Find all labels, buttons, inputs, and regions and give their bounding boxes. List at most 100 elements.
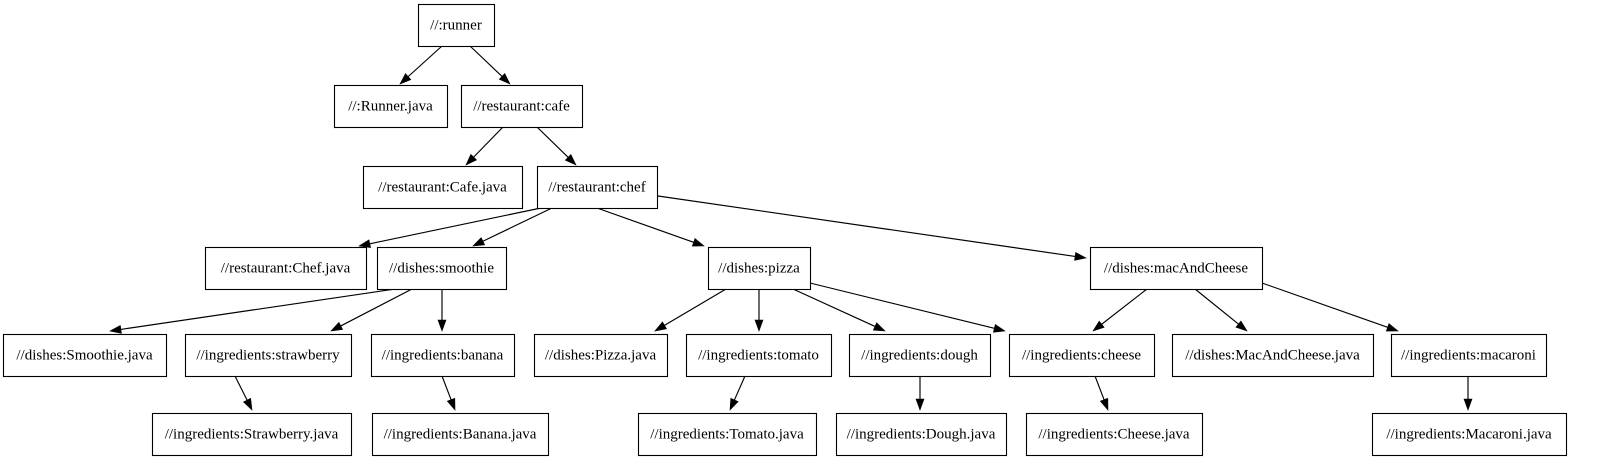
node-label: //restaurant:Cafe.java [378, 179, 507, 195]
node-box[interactable] [1390, 333, 1548, 378]
graph-node[interactable]: //dishes:Pizza.java [533, 333, 669, 378]
node-box[interactable] [835, 412, 1008, 457]
node-box[interactable] [370, 333, 516, 378]
edge-line [809, 282, 995, 329]
edge-line [657, 195, 1076, 257]
graph-node[interactable]: //ingredients:cheese [1008, 333, 1156, 378]
edge-arrowhead [358, 239, 371, 249]
node-box[interactable] [460, 84, 584, 129]
graph-node[interactable]: //ingredients:banana [370, 333, 516, 378]
edge-line [482, 207, 553, 242]
graph-edge [792, 288, 886, 332]
graph-edge [472, 207, 553, 247]
node-box[interactable] [151, 412, 353, 457]
edge-line [340, 288, 413, 327]
node-label: //ingredients:Dough.java [847, 426, 996, 442]
edge-arrowhead [872, 322, 886, 332]
graph-edge [330, 288, 413, 332]
node-box[interactable] [333, 84, 449, 129]
edge-arrowhead [729, 397, 739, 411]
graph-node[interactable]: //restaurant:Chef.java [204, 246, 368, 291]
edge-line [1094, 375, 1105, 400]
edge-line [664, 288, 727, 326]
node-label: //dishes:MacAndCheese.java [1185, 347, 1360, 363]
node-box[interactable] [707, 246, 812, 291]
graph-node[interactable]: //ingredients:tomato [685, 333, 833, 378]
graph-node[interactable]: //ingredients:macaroni [1390, 333, 1548, 378]
node-label: //restaurant:Chef.java [221, 260, 351, 276]
graph-edge [1092, 288, 1148, 332]
node-label: //ingredients:strawberry [196, 347, 340, 363]
graph-node[interactable]: //ingredients:Strawberry.java [151, 412, 353, 457]
edge-line [120, 288, 396, 330]
graph-edge [109, 288, 396, 334]
node-label: //dishes:macAndCheese [1104, 260, 1248, 276]
graph-node[interactable]: //ingredients:Macaroni.java [1371, 412, 1568, 457]
node-box[interactable] [1089, 246, 1264, 291]
edge-arrowhead [472, 237, 486, 247]
graph-node[interactable]: //ingredients:Banana.java [371, 412, 550, 457]
edge-line [536, 126, 569, 158]
node-label: //dishes:smoothie [389, 260, 494, 276]
graph-node[interactable]: //dishes:Smoothie.java [2, 333, 168, 378]
edges-layer [109, 45, 1473, 411]
node-label: //dishes:Pizza.java [545, 347, 657, 363]
graph-node[interactable]: //restaurant:chef [536, 165, 659, 210]
graph-edge [469, 45, 511, 85]
node-box[interactable] [848, 333, 992, 378]
graph-node[interactable]: //dishes:smoothie [376, 246, 508, 291]
graph-node[interactable]: //:runner [417, 3, 496, 48]
node-box[interactable] [417, 3, 496, 48]
edge-arrowhead [1463, 398, 1473, 411]
node-box[interactable] [184, 333, 353, 378]
node-box[interactable] [1171, 333, 1375, 378]
node-box[interactable] [204, 246, 368, 291]
edge-line [441, 375, 452, 400]
graph-edge [1194, 288, 1248, 332]
graph-node[interactable]: //ingredients:Cheese.java [1025, 412, 1204, 457]
graph-node[interactable]: //:Runner.java [333, 84, 449, 129]
graph-node[interactable]: //ingredients:dough [848, 333, 992, 378]
node-box[interactable] [1371, 412, 1568, 457]
graph-node[interactable]: //dishes:macAndCheese [1089, 246, 1264, 291]
edge-line [407, 45, 443, 78]
graph-node[interactable]: //dishes:pizza [707, 246, 812, 291]
node-box[interactable] [1025, 412, 1204, 457]
edge-arrowhead [109, 324, 122, 334]
edge-line [1261, 282, 1388, 328]
node-box[interactable] [362, 165, 524, 210]
edge-line [733, 375, 746, 401]
graph-node[interactable]: //dishes:MacAndCheese.java [1171, 333, 1375, 378]
node-label: //dishes:Smoothie.java [16, 347, 153, 363]
edge-arrowhead [1235, 320, 1248, 332]
graph-edge [1463, 376, 1473, 411]
node-box[interactable] [533, 333, 669, 378]
node-label: //restaurant:chef [548, 179, 645, 195]
graph-edge [358, 207, 542, 249]
graph-node[interactable]: //restaurant:Cafe.java [362, 165, 524, 210]
graph-node[interactable]: //ingredients:Dough.java [835, 412, 1008, 457]
graph-edge [596, 207, 705, 247]
graph-node[interactable]: //restaurant:cafe [460, 84, 584, 129]
node-box[interactable] [685, 333, 833, 378]
graph-edge [399, 45, 443, 85]
edge-line [792, 288, 876, 327]
graph-edge [809, 282, 1006, 333]
node-box[interactable] [376, 246, 508, 291]
node-box[interactable] [536, 165, 659, 210]
graph-node[interactable]: //ingredients:Tomato.java [637, 412, 818, 457]
node-box[interactable] [371, 412, 550, 457]
node-label: //ingredients:tomato [698, 347, 819, 363]
graph-node[interactable]: //ingredients:strawberry [184, 333, 353, 378]
graph-edge [465, 126, 504, 166]
edge-arrowhead [1385, 323, 1399, 332]
edge-arrowhead [330, 321, 344, 332]
node-box[interactable] [637, 412, 818, 457]
node-label: //ingredients:Tomato.java [650, 426, 804, 442]
node-box[interactable] [1008, 333, 1156, 378]
node-box[interactable] [2, 333, 168, 378]
edge-arrowhead [465, 153, 478, 166]
node-label: //:runner [430, 17, 482, 33]
